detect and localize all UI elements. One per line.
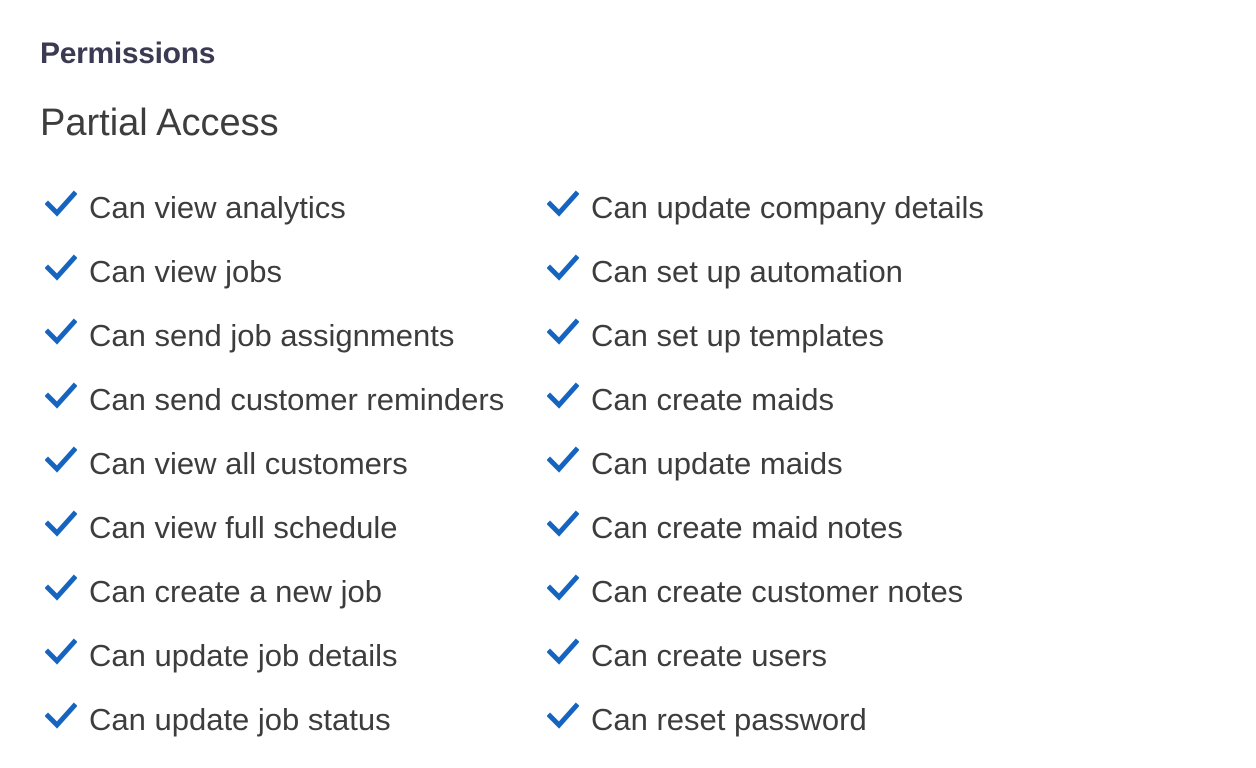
checkmark-icon <box>546 699 580 733</box>
checkmark-icon <box>44 187 78 221</box>
permission-item: Can create customer notes <box>546 560 984 624</box>
permissions-heading: Permissions <box>40 37 216 70</box>
permission-item: Can send customer reminders <box>44 368 504 432</box>
permission-item: Can update company details <box>546 176 984 240</box>
permission-label: Can set up templates <box>591 318 884 353</box>
permission-item: Can create maid notes <box>546 496 984 560</box>
checkmark-icon <box>546 443 580 477</box>
permission-label: Can create users <box>591 638 828 673</box>
checkmark-icon <box>44 251 78 285</box>
permission-label: Can reset password <box>591 702 867 737</box>
permission-label: Can view full schedule <box>89 510 398 545</box>
checkmark-icon <box>546 315 580 349</box>
permission-label: Can update company details <box>591 190 984 225</box>
permission-item: Can view analytics <box>44 176 504 240</box>
checkmark-icon <box>44 379 78 413</box>
checkmark-icon <box>546 507 580 541</box>
checkmark-icon <box>44 571 78 605</box>
permission-item: Can view all customers <box>44 432 504 496</box>
checkmark-icon <box>546 635 580 669</box>
permission-item: Can view full schedule <box>44 496 504 560</box>
permission-label: Can create maid notes <box>591 510 903 545</box>
permission-item: Can create maids <box>546 368 984 432</box>
permission-label: Can view all customers <box>89 446 408 481</box>
checkmark-icon <box>44 507 78 541</box>
checkmark-icon <box>546 571 580 605</box>
permission-item: Can create a new job <box>44 560 504 624</box>
permission-label: Can create maids <box>591 382 834 417</box>
checkmark-icon <box>44 443 78 477</box>
permission-label: Can send job assignments <box>89 318 455 353</box>
permission-item: Can set up templates <box>546 304 984 368</box>
checkmark-icon <box>546 187 580 221</box>
checkmark-icon <box>44 635 78 669</box>
permission-item: Can create users <box>546 624 984 688</box>
checkmark-icon <box>44 699 78 733</box>
checkmark-icon <box>546 251 580 285</box>
permission-item: Can update job details <box>44 624 504 688</box>
permission-item: Can reset password <box>546 688 984 752</box>
permission-label: Can send customer reminders <box>89 382 505 417</box>
access-level-title: Partial Access <box>40 102 279 144</box>
permission-label: Can update job status <box>89 702 391 737</box>
permission-item: Can update maids <box>546 432 984 496</box>
permission-item: Can send job assignments <box>44 304 504 368</box>
permission-label: Can update maids <box>591 446 843 481</box>
permission-item: Can update job status <box>44 688 504 752</box>
permission-item: Can view jobs <box>44 240 504 304</box>
permission-label: Can update job details <box>89 638 398 673</box>
permission-label: Can set up automation <box>591 254 903 289</box>
checkmark-icon <box>546 379 580 413</box>
permission-label: Can create customer notes <box>591 574 964 609</box>
checkmark-icon <box>44 315 78 349</box>
permission-item: Can set up automation <box>546 240 984 304</box>
permission-label: Can view analytics <box>89 190 346 225</box>
permission-label: Can create a new job <box>89 574 382 609</box>
permission-label: Can view jobs <box>89 254 282 289</box>
